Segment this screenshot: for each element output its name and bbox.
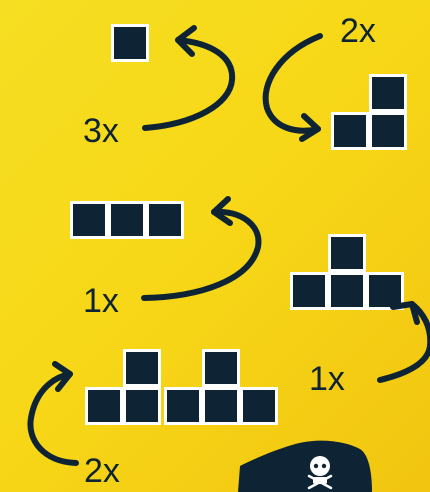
count-label-2x-top: 2x bbox=[340, 14, 376, 48]
tower-block-base-4 bbox=[202, 387, 240, 425]
count-label-1x-middle: 1x bbox=[83, 284, 119, 318]
pirate-hat-icon bbox=[238, 441, 372, 492]
pyramid-block-bottom-left bbox=[290, 272, 328, 310]
tower-block-base-3 bbox=[164, 387, 202, 425]
tower-block-base-5 bbox=[240, 387, 278, 425]
l-shape-block-bottom-left bbox=[331, 112, 369, 150]
tower-block-top-right bbox=[202, 349, 240, 387]
single-block bbox=[111, 24, 149, 62]
row-block-1 bbox=[70, 201, 108, 239]
arrow-to-l-shape bbox=[266, 36, 320, 131]
l-shape-block-top bbox=[369, 74, 407, 112]
pyramid-block-bottom-middle bbox=[328, 272, 366, 310]
pyramid-block-bottom-right bbox=[366, 272, 404, 310]
tower-block-base-2 bbox=[123, 387, 161, 425]
arrow-to-single-block-head bbox=[178, 28, 194, 54]
pyramid-block-top bbox=[328, 234, 366, 272]
arrow-to-single-block bbox=[145, 40, 232, 128]
count-label-3x: 3x bbox=[83, 114, 119, 148]
row-block-3 bbox=[146, 201, 184, 239]
arrow-to-pyramid bbox=[380, 304, 430, 380]
row-block-2 bbox=[108, 201, 146, 239]
arrow-to-row-head bbox=[214, 199, 230, 223]
l-shape-block-bottom-right bbox=[369, 112, 407, 150]
arrow-to-l-shape-head bbox=[302, 116, 318, 139]
count-label-1x-right: 1x bbox=[309, 362, 345, 396]
count-label-2x-bottom: 2x bbox=[84, 454, 120, 488]
tower-block-base-1 bbox=[85, 387, 123, 425]
tower-block-top-left bbox=[123, 349, 161, 387]
arrow-to-towers bbox=[30, 374, 76, 463]
arrow-to-towers-head bbox=[55, 364, 70, 389]
